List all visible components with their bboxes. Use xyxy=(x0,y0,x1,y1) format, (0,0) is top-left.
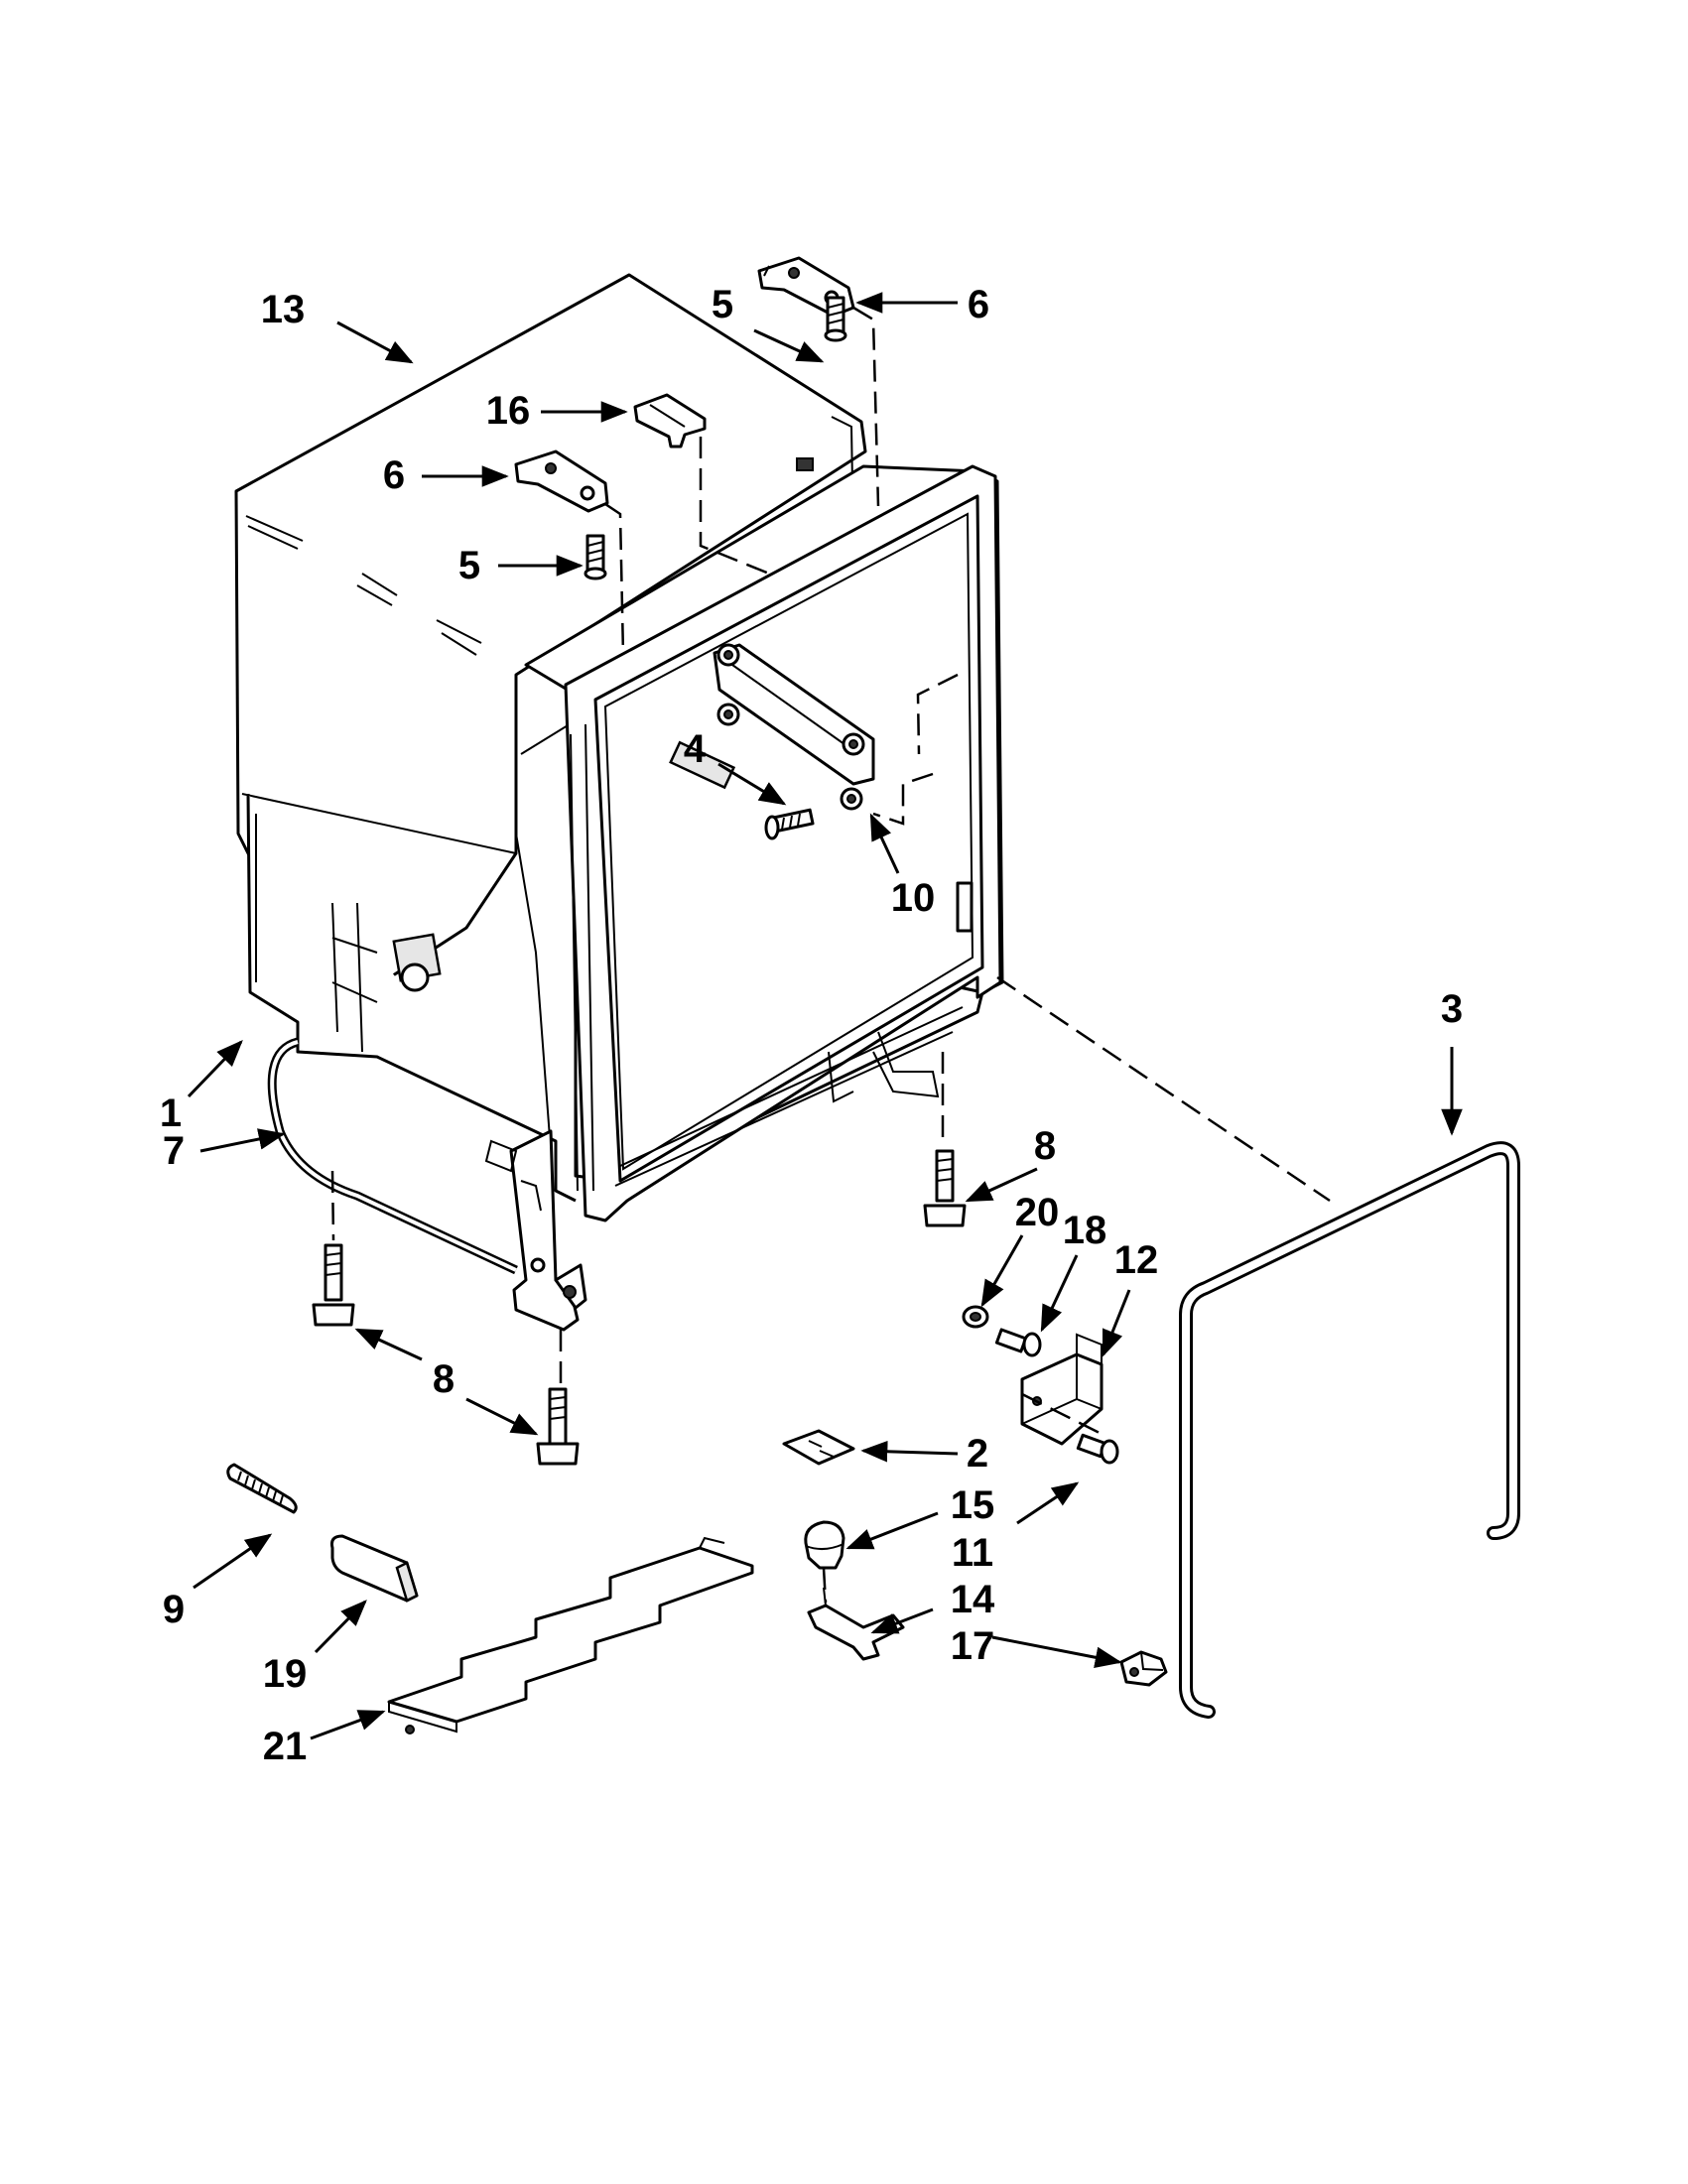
leader-19 xyxy=(314,1600,367,1654)
callout-9: 9 xyxy=(163,1588,185,1631)
callout-19: 19 xyxy=(263,1652,308,1696)
lower-frame-trim xyxy=(267,1037,518,1275)
callout-6b: 6 xyxy=(383,453,405,497)
washer xyxy=(962,1305,989,1329)
base-plate xyxy=(387,1536,754,1734)
switch-bracket xyxy=(807,1587,905,1661)
leader-21 xyxy=(310,1710,386,1740)
screw-hinge xyxy=(764,808,815,840)
screw-middle xyxy=(584,534,607,580)
callout-18: 18 xyxy=(1063,1209,1107,1252)
callout-labels: 13 5 6 16 6 5 4 10 1 7 3 8 20 18 12 8 2 … xyxy=(160,283,1463,1768)
leader-13 xyxy=(336,321,414,364)
clip-part xyxy=(633,393,707,449)
leader-20 xyxy=(980,1234,1024,1308)
callout-17: 17 xyxy=(951,1624,995,1668)
callout-12: 12 xyxy=(1114,1238,1159,1282)
callout-14: 14 xyxy=(951,1578,995,1621)
leader-4 xyxy=(717,762,787,806)
leader-2 xyxy=(860,1440,959,1463)
leader-10 xyxy=(869,813,900,874)
callout-6a: 6 xyxy=(968,283,989,326)
callout-8b: 8 xyxy=(433,1357,454,1401)
leader-7 xyxy=(199,1128,286,1153)
callout-5a: 5 xyxy=(712,283,733,326)
leveling-leg-front xyxy=(536,1387,580,1466)
callout-8a: 8 xyxy=(1034,1124,1056,1168)
leader-8a xyxy=(965,1167,1038,1203)
leader-18 xyxy=(1040,1254,1079,1333)
hinge-bracket xyxy=(713,643,875,811)
spring xyxy=(226,1463,298,1514)
insulation-pad xyxy=(330,1534,419,1603)
callout-11: 11 xyxy=(952,1531,993,1575)
leveling-leg-left xyxy=(312,1243,355,1327)
door-gasket xyxy=(1179,1141,1520,1719)
leader-8b-a xyxy=(354,1328,423,1361)
leader-14 xyxy=(870,1607,934,1634)
callout-2: 2 xyxy=(967,1432,988,1476)
callout-7: 7 xyxy=(163,1129,185,1173)
callout-13: 13 xyxy=(261,288,306,331)
callout-10: 10 xyxy=(891,876,936,920)
screw-upper xyxy=(824,296,847,342)
float-switch xyxy=(804,1520,845,1570)
small-clip xyxy=(782,1429,855,1466)
callout-5b: 5 xyxy=(458,544,480,587)
leader-12 xyxy=(1102,1289,1131,1357)
screw-bracket-lower xyxy=(1076,1433,1119,1465)
leader-9 xyxy=(193,1533,273,1590)
leveling-leg-right xyxy=(923,1149,967,1227)
leader-5a xyxy=(753,328,825,363)
leader-15 xyxy=(845,1511,939,1550)
callout-16: 16 xyxy=(486,389,531,433)
dishwasher-tub xyxy=(246,457,1004,1332)
callout-20: 20 xyxy=(1015,1191,1060,1234)
callout-15: 15 xyxy=(951,1483,995,1527)
leader-8b-b xyxy=(465,1397,539,1436)
callout-4: 4 xyxy=(684,727,707,771)
leader-17 xyxy=(991,1635,1122,1668)
callout-1: 1 xyxy=(160,1092,182,1135)
screw-bracket-upper xyxy=(994,1328,1042,1357)
gasket-clip xyxy=(1119,1650,1168,1687)
leader-11 xyxy=(1016,1481,1080,1525)
callout-21: 21 xyxy=(263,1725,308,1768)
leader-lines xyxy=(187,292,1463,1740)
mounting-bracket-middle xyxy=(514,450,609,513)
leader-1 xyxy=(187,1040,243,1098)
callout-3: 3 xyxy=(1441,987,1463,1031)
